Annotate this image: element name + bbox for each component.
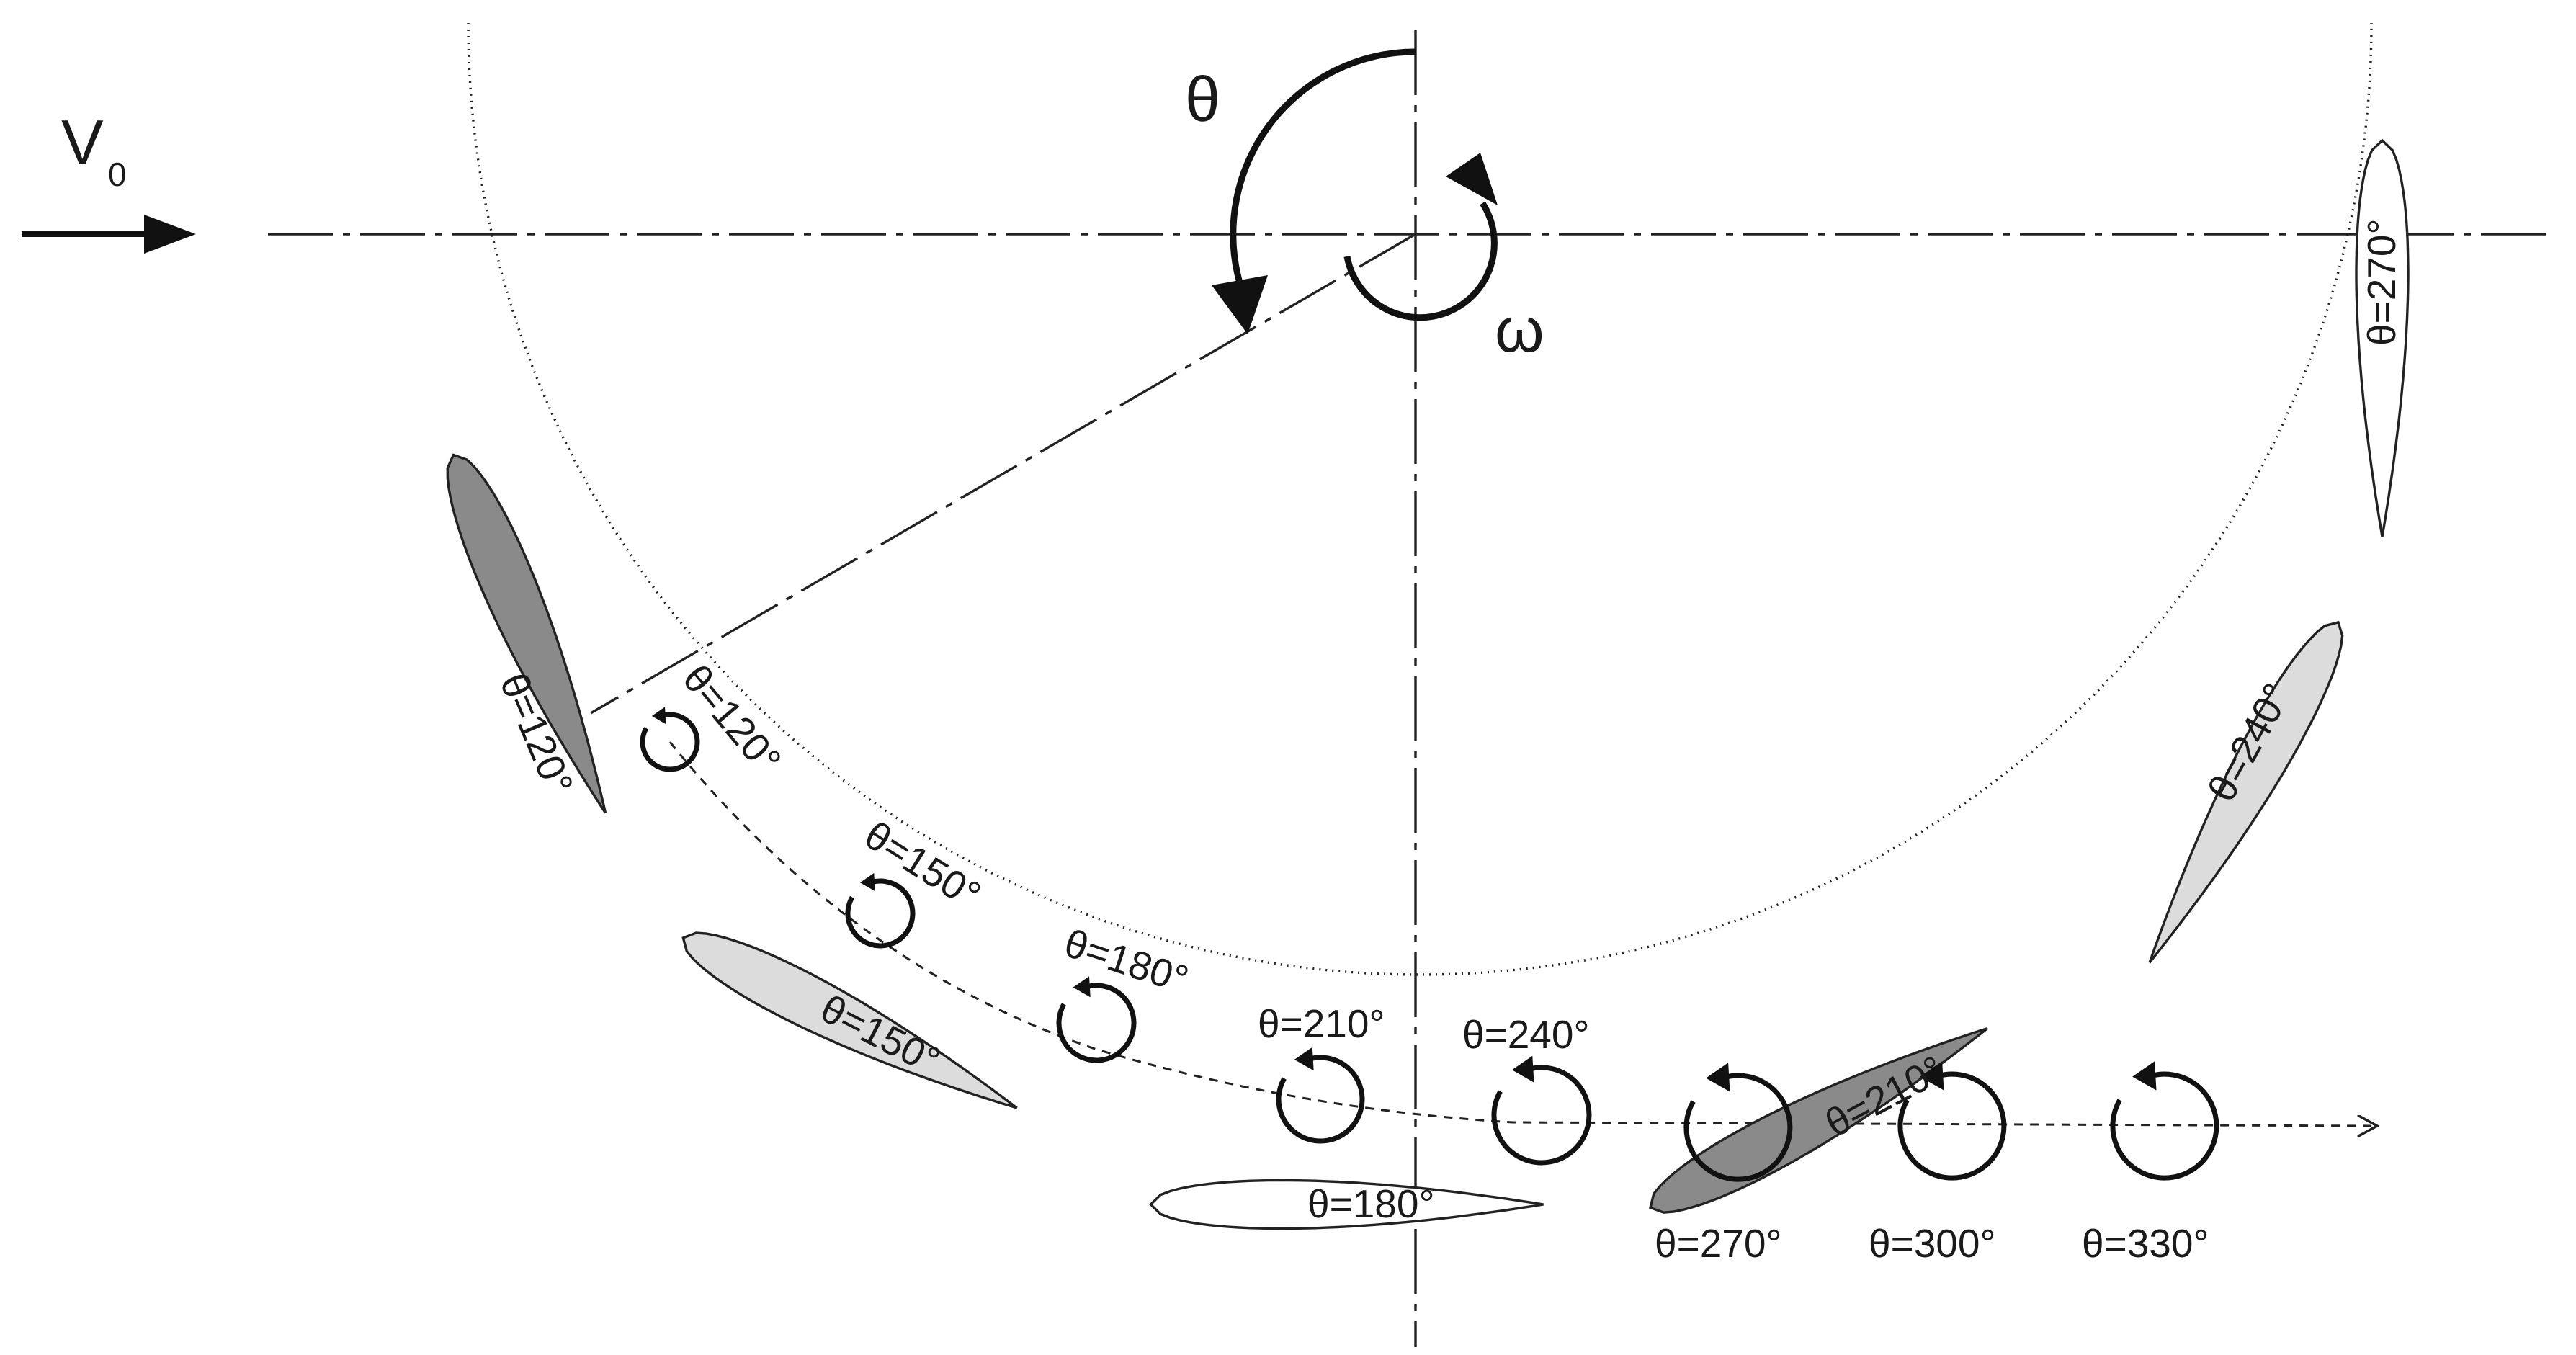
vortex-210-arrowhead	[1294, 1047, 1314, 1071]
blade-120	[446, 453, 607, 814]
vortex-120-arrowhead	[651, 707, 666, 725]
vortex-330	[2110, 1061, 2219, 1181]
radius-line	[590, 233, 1416, 715]
blade-270-label: θ=270°	[2359, 219, 2404, 346]
vortex-240-arrowhead	[1512, 1055, 1534, 1083]
vortex-180-ring	[1056, 983, 1137, 1063]
vortex-180	[1056, 976, 1137, 1063]
vortex-240-label: θ=240°	[1462, 1012, 1589, 1057]
vortex-270	[1683, 1063, 1793, 1182]
theta-label: θ	[1185, 63, 1220, 135]
vortex-240-ring	[1491, 1065, 1592, 1166]
omega-arrow	[1343, 153, 1498, 321]
vortex-270-arrowhead	[1706, 1063, 1730, 1092]
wake-path	[668, 741, 2377, 1126]
vortex-150-ring	[845, 878, 916, 949]
vortex-270-label: θ=270°	[1655, 1221, 1781, 1266]
freestream-arrow	[22, 215, 196, 254]
vortex-120	[640, 707, 700, 772]
vortex-210	[1276, 1047, 1365, 1144]
blade-150-label: θ=150°	[814, 985, 947, 1083]
vortex-150-arrowhead	[860, 872, 875, 892]
blades	[446, 138, 2410, 1230]
blade-210	[1649, 1027, 1989, 1214]
vortices	[640, 707, 2219, 1182]
vortex-150-label: θ=150°	[857, 813, 989, 918]
freestream-label: V	[61, 107, 104, 178]
vortex-240	[1491, 1055, 1592, 1166]
vortex-300-arrowhead	[1920, 1061, 1944, 1091]
vortex-330-label: θ=330°	[2082, 1221, 2209, 1266]
vortex-120-ring	[640, 712, 700, 772]
blade-180	[1149, 1179, 1544, 1230]
vortex-330-ring	[2110, 1071, 2219, 1181]
blade-210-label: θ=210°	[1818, 1047, 1951, 1146]
freestream-subscript: 0	[108, 156, 127, 193]
vortex-180-arrowhead	[1073, 976, 1091, 998]
vortex-210-ring	[1276, 1055, 1365, 1144]
vortex-300	[1897, 1061, 2007, 1181]
blade-270	[2355, 138, 2410, 537]
vortex-300-label: θ=300°	[1869, 1221, 1995, 1266]
vortex-300-ring	[1897, 1071, 2007, 1181]
vortex-270-ring	[1683, 1073, 1793, 1182]
rotor-orbit	[467, 22, 2373, 976]
vortex-210-label: θ=210°	[1258, 1001, 1385, 1046]
blade-240	[2148, 620, 2344, 964]
vortex-150	[845, 872, 916, 949]
vortex-120-label: θ=120°	[674, 656, 790, 782]
blade-150	[681, 931, 1018, 1109]
theta-arc	[1212, 48, 1416, 334]
blade-180-label: θ=180°	[1307, 1181, 1434, 1226]
omega-label: ω	[1495, 294, 1544, 365]
vortex-330-arrowhead	[2132, 1061, 2157, 1091]
